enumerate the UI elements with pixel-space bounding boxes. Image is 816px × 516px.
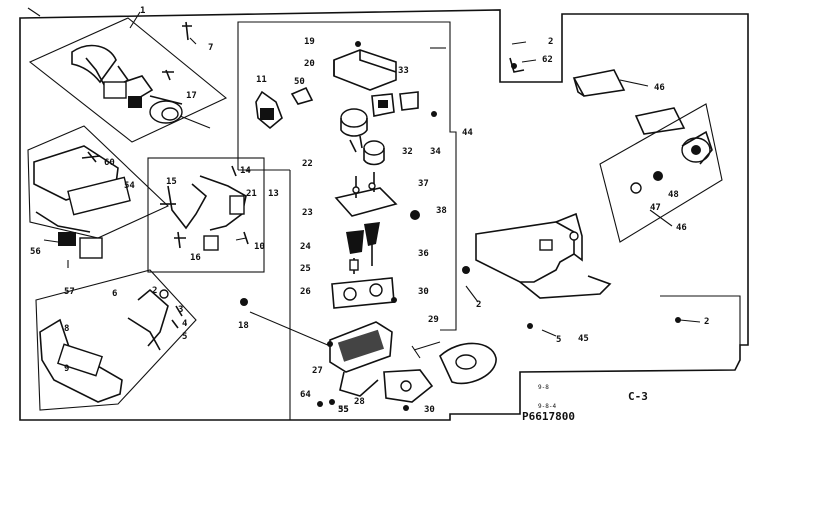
diagram-notes: 9-8 9-8-4 P6617800 C-3 bbox=[522, 384, 648, 423]
callout-20: 20 bbox=[304, 59, 315, 69]
sub-assembly-center-top bbox=[237, 21, 457, 331]
callout-36: 36 bbox=[418, 249, 429, 259]
callout-2-top-right: 2 bbox=[548, 37, 553, 47]
callout-54: 54 bbox=[124, 181, 135, 191]
callout-14: 14 bbox=[240, 166, 251, 176]
callout-16: 16 bbox=[190, 253, 201, 263]
callout-1: 1 bbox=[140, 6, 145, 16]
callout-2-bottom-left: 2 bbox=[152, 286, 157, 296]
callout-2-right: 2 bbox=[704, 317, 709, 327]
callout-25: 25 bbox=[300, 264, 311, 274]
leader-lines bbox=[129, 11, 701, 347]
callout-27: 27 bbox=[312, 366, 323, 376]
callout-38: 38 bbox=[436, 206, 447, 216]
part-number: P6617800 bbox=[522, 410, 575, 423]
callout-46-inset: 46 bbox=[676, 223, 687, 233]
callout-5-bracket: 5 bbox=[556, 335, 561, 345]
callout-19: 19 bbox=[304, 37, 315, 47]
sub-assembly-inset-13 bbox=[147, 157, 265, 273]
sub-assembly-right-inset bbox=[572, 69, 723, 243]
callout-48: 48 bbox=[668, 190, 679, 200]
right-bracket-assembly bbox=[462, 212, 612, 329]
callout-34: 34 bbox=[430, 147, 441, 157]
callout-2-bracket: 2 bbox=[476, 300, 481, 310]
callout-30-bottom: 30 bbox=[424, 405, 435, 415]
callout-26: 26 bbox=[300, 287, 311, 297]
callout-5-bottom-left: 5 bbox=[182, 332, 187, 342]
callout-13: 13 bbox=[268, 189, 279, 199]
callout-35: 35 bbox=[338, 405, 349, 415]
central-valve-column bbox=[331, 172, 420, 309]
callout-4: 4 bbox=[182, 319, 188, 329]
callout-62: 62 bbox=[542, 55, 553, 65]
small-note-1: 9-8 bbox=[538, 384, 549, 391]
callout-10: 10 bbox=[254, 242, 265, 252]
callout-9: 9 bbox=[64, 364, 69, 374]
top-right-fastener bbox=[509, 57, 741, 345]
page-code: C-3 bbox=[628, 390, 648, 403]
callout-56: 56 bbox=[30, 247, 41, 257]
callout-30-center: 30 bbox=[418, 287, 429, 297]
outer-boundary bbox=[19, 7, 749, 421]
sub-assembly-bottom-left bbox=[35, 269, 197, 411]
callout-37: 37 bbox=[418, 179, 429, 189]
callout-17: 17 bbox=[186, 91, 197, 101]
sub-assembly-left-middle bbox=[27, 125, 169, 268]
callout-23: 23 bbox=[302, 208, 313, 218]
callout-44: 44 bbox=[462, 128, 473, 138]
callout-22: 22 bbox=[302, 159, 313, 169]
callout-7: 7 bbox=[208, 43, 213, 53]
callout-50: 50 bbox=[294, 77, 305, 87]
callout-32: 32 bbox=[402, 147, 413, 157]
callout-8: 8 bbox=[64, 324, 69, 334]
callout-60: 60 bbox=[104, 158, 115, 168]
callout-29: 29 bbox=[428, 315, 439, 325]
callout-18: 18 bbox=[238, 321, 249, 331]
callout-24: 24 bbox=[300, 242, 311, 252]
small-note-2: 9-8-4 bbox=[538, 403, 556, 410]
callout-47: 47 bbox=[650, 203, 661, 213]
callout-28: 28 bbox=[354, 397, 365, 407]
callout-64: 64 bbox=[300, 390, 311, 400]
callout-46-top: 46 bbox=[654, 83, 665, 93]
callout-57: 57 bbox=[64, 287, 75, 297]
callout-45: 45 bbox=[578, 334, 589, 344]
callout-33: 33 bbox=[398, 66, 409, 76]
callout-55: 55 bbox=[338, 405, 349, 415]
sub-assembly-top-left bbox=[28, 17, 228, 143]
callout-6: 6 bbox=[112, 289, 117, 299]
callout-3: 3 bbox=[178, 305, 183, 315]
callout-labels: 1 2 2 2 2 3 4 5 5 6 7 8 9 10 11 13 14 15… bbox=[30, 6, 709, 415]
callout-21: 21 bbox=[246, 189, 257, 199]
callout-11: 11 bbox=[256, 75, 267, 85]
lower-center-housing bbox=[240, 170, 497, 420]
callout-15: 15 bbox=[166, 177, 177, 187]
